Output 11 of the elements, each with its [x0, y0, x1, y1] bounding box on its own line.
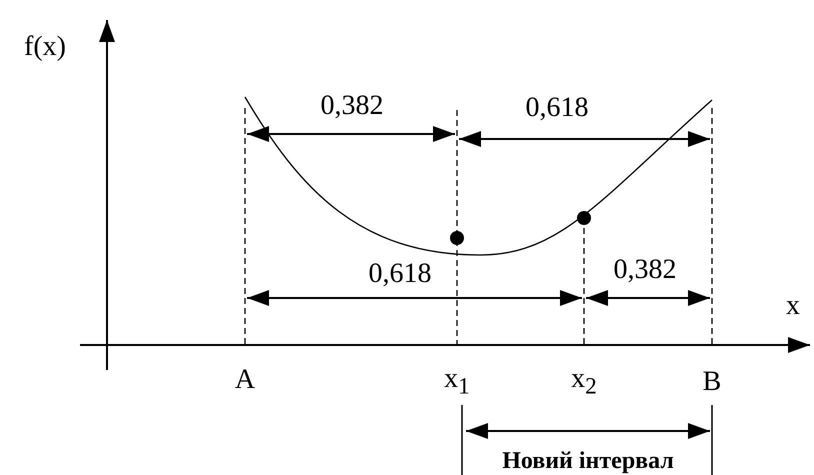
dimension-label: 0,382 — [320, 92, 384, 120]
dimension-label: 0,618 — [368, 260, 432, 288]
dimension-label: 0,618 — [526, 94, 588, 122]
point-label: B — [702, 368, 722, 396]
point-label: x$_{2}$ — [571, 365, 597, 399]
dimension-label: 0,382 — [614, 256, 676, 284]
axis-label: x — [786, 292, 800, 320]
interval-label: Новий інтервал — [502, 449, 674, 473]
point-label: A — [234, 366, 256, 394]
axis-label: f(x) — [24, 33, 66, 61]
point-label: x$_{1}$ — [444, 365, 470, 399]
